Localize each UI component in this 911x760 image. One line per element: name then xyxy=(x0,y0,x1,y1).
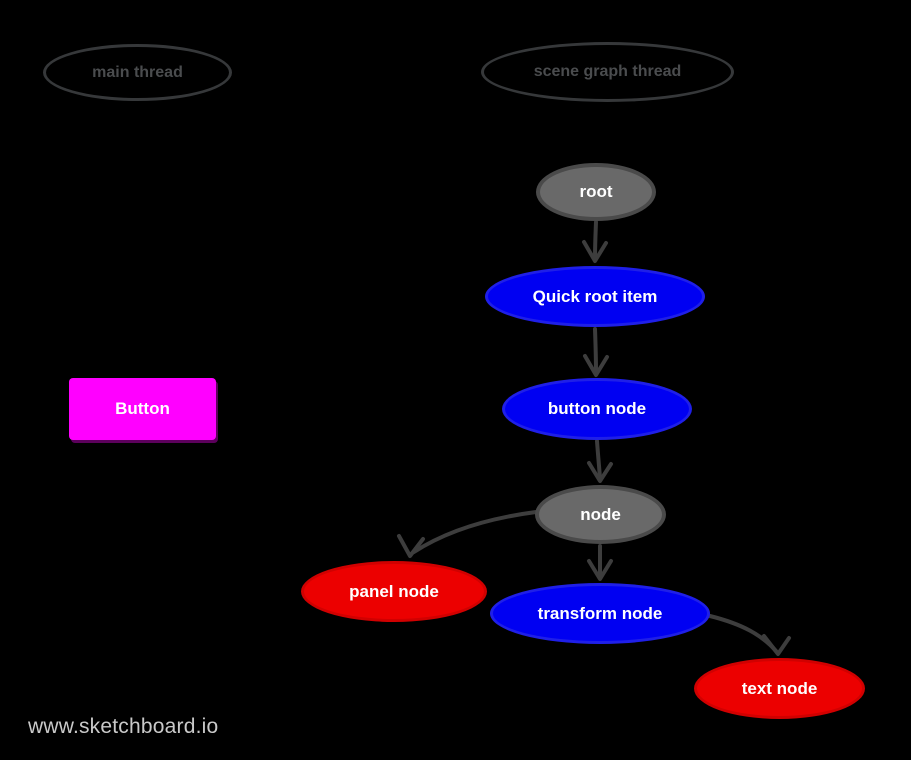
node-root[interactable]: root xyxy=(536,163,656,221)
node-button-node-label: button node xyxy=(547,399,647,418)
node-transform-node-label: transform node xyxy=(537,603,663,623)
watermark-text: www.sketchboard.io xyxy=(28,715,219,738)
node-text-node-label: text node xyxy=(741,678,818,698)
node-quick-root-item[interactable]: Quick root item xyxy=(485,266,705,327)
node-panel-node-label: panel node xyxy=(349,581,439,601)
node-node[interactable]: node xyxy=(535,485,666,544)
node-panel-node[interactable]: panel node xyxy=(301,561,487,622)
button-shape[interactable]: Button xyxy=(69,378,216,440)
node-root-label: root xyxy=(579,182,613,201)
node-node-label: node xyxy=(580,504,621,524)
edge-root-to-quick-root-item[interactable] xyxy=(582,220,608,263)
edge-node-to-transform-node[interactable] xyxy=(587,544,613,581)
thread-ellipse-main[interactable]: main thread xyxy=(43,44,232,101)
button-shape-label: Button xyxy=(115,399,170,418)
edge-quick-root-item-to-button-node[interactable] xyxy=(583,327,609,377)
thread-ellipse-scene-graph[interactable]: scene graph thread xyxy=(481,42,734,102)
node-button-node[interactable]: button node xyxy=(502,378,692,440)
edge-button-node-to-node[interactable] xyxy=(587,439,613,483)
node-text-node[interactable]: text node xyxy=(694,658,865,719)
node-quick-root-item-label: Quick root item xyxy=(532,286,658,306)
thread-main-label: main thread xyxy=(92,63,183,81)
node-transform-node[interactable]: transform node xyxy=(490,583,710,644)
edge-transform-node-to-text-node[interactable] xyxy=(708,614,791,656)
edge-node-to-panel-node[interactable] xyxy=(397,510,538,558)
thread-scene-label: scene graph thread xyxy=(533,63,682,80)
